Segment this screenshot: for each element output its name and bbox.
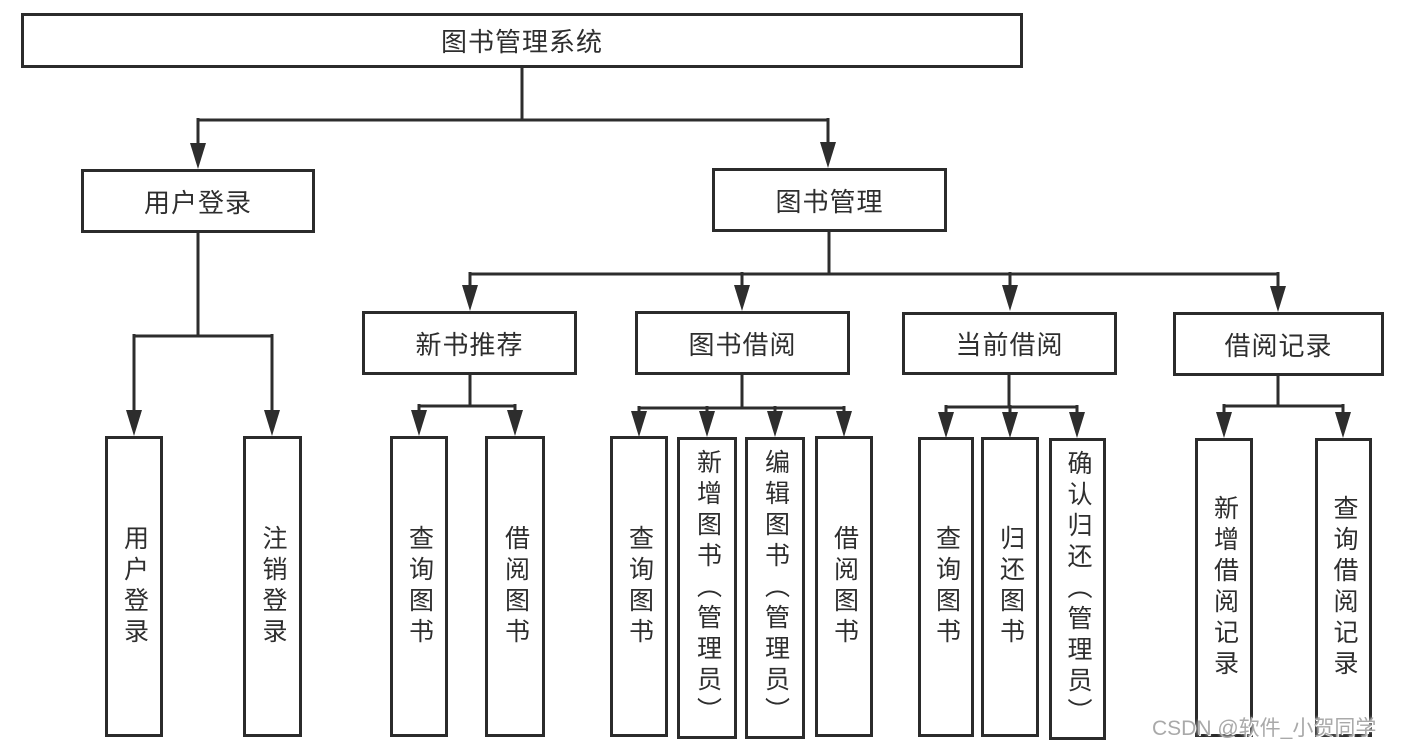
leaf-borrow-query-books: 查询图书 <box>610 436 668 737</box>
leaf-return-books: 归还图书 <box>981 437 1039 737</box>
node-current-borrow: 当前借阅 <box>902 312 1117 375</box>
csdn-watermark: CSDN @软件_小贺同学 <box>1152 717 1377 740</box>
node-book-borrow: 图书借阅 <box>635 311 850 375</box>
leaf-logout: 注销登录 <box>243 436 302 737</box>
leaf-add-borrow-record: 新增借阅记录 <box>1195 438 1253 737</box>
node-new-book-recommend: 新书推荐 <box>362 311 577 375</box>
leaf-newbook-query-books: 查询图书 <box>390 436 448 737</box>
leaf-query-borrow-record: 查询借阅记录 <box>1315 438 1372 737</box>
leaf-confirm-return-admin: 确认归还（管理员） <box>1049 438 1106 740</box>
node-user-login: 用户登录 <box>81 169 315 233</box>
leaf-add-books-admin: 新增图书（管理员） <box>677 437 737 739</box>
leaf-user-login: 用户登录 <box>105 436 163 737</box>
node-book-management: 图书管理 <box>712 168 947 232</box>
leaf-current-query-books: 查询图书 <box>918 437 974 737</box>
node-borrow-records: 借阅记录 <box>1173 312 1384 376</box>
leaf-edit-books-admin: 编辑图书（管理员） <box>745 437 805 739</box>
leaf-newbook-borrow-books: 借阅图书 <box>485 436 545 737</box>
leaf-borrow-books: 借阅图书 <box>815 436 873 737</box>
arrowhead-icons <box>126 142 1351 438</box>
node-root: 图书管理系统 <box>21 13 1023 68</box>
